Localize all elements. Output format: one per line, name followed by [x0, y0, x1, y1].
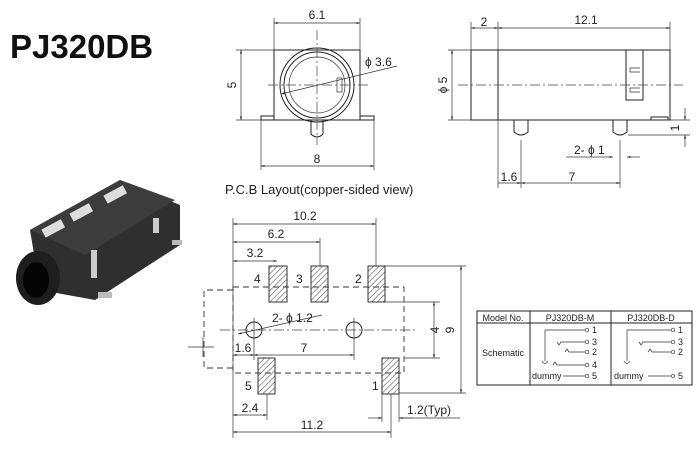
table-row-label: Schematic [482, 348, 525, 358]
dim-side-length: 12.1 [574, 13, 598, 27]
dim-front-height: 5 [225, 81, 239, 88]
m-pin-3: 3 [592, 337, 597, 347]
pad-label-5: 5 [245, 379, 252, 393]
dim-pcb-2-4: 2.4 [242, 401, 259, 415]
pcb-layout: 4 3 2 5 1 10.2 6.2 3.2 2- ϕ 1.2 1.6 7 4 … [188, 209, 466, 438]
pad-label-3: 3 [296, 272, 303, 286]
m-pin-1: 1 [592, 325, 597, 335]
dim-side-diameter: ϕ 5 [436, 76, 450, 93]
table-header-model: Model No. [482, 313, 523, 323]
dim-pcb-9: 9 [443, 326, 457, 333]
pad-2 [367, 265, 386, 303]
dim-pcb-pad-width: 1.2(Typ) [407, 403, 451, 417]
product-photo [16, 180, 182, 305]
d-pin-5: 5 [678, 371, 683, 381]
pcb-layout-label: P.C.B Layout(copper-sided view) [225, 182, 413, 197]
dim-pcb-3-2: 3.2 [247, 246, 264, 260]
dim-pcb-7: 7 [301, 341, 308, 355]
schematic-m [541, 327, 590, 379]
dim-side-pin-dia: 2- ϕ 1 [574, 143, 605, 157]
dim-pcb-10-2: 10.2 [293, 209, 317, 223]
dim-pcb-hole: 2- ϕ 1.2 [272, 311, 313, 325]
table-header-d: PJ320DB-D [627, 313, 675, 323]
m-pin-5: 5 [592, 371, 597, 381]
schematic-d [623, 327, 676, 379]
pad-label-2: 2 [355, 272, 362, 286]
d-dummy-label: dummy [614, 371, 644, 381]
pad-1 [381, 357, 400, 395]
dim-side-pitch: 7 [569, 170, 576, 184]
dim-front-diameter: ϕ 3.6 [365, 55, 392, 69]
d-pin-3: 3 [678, 337, 683, 347]
pad-4 [268, 265, 288, 303]
product-title: PJ320DB [10, 28, 153, 65]
schematic-table: Model No. PJ320DB-M PJ320DB-D Schematic … [476, 310, 693, 386]
pad-3 [310, 265, 329, 303]
dim-pcb-11-2: 11.2 [301, 418, 324, 432]
pad-label-4: 4 [254, 272, 261, 286]
dim-pcb-4: 4 [428, 326, 442, 333]
dim-side-front: 2 [481, 15, 488, 29]
m-pin-2: 2 [592, 347, 597, 357]
d-pin-1: 1 [678, 325, 683, 335]
d-pin-2: 2 [678, 347, 683, 357]
pad-5 [257, 357, 276, 395]
m-dummy-label: dummy [532, 371, 562, 381]
side-view: 2 12.1 ϕ 5 1 2- ϕ 1 1.6 7 [436, 13, 690, 188]
front-view: 6.1 5 ϕ 3.6 8 [225, 8, 398, 170]
table-header-m: PJ320DB-M [546, 313, 595, 323]
dim-pcb-6-2: 6.2 [268, 227, 285, 241]
dim-side-offset: 1.6 [501, 170, 518, 184]
m-pin-4: 4 [592, 360, 597, 370]
dim-front-base: 8 [314, 152, 321, 166]
pad-label-1: 1 [372, 379, 379, 393]
dim-front-width: 6.1 [309, 8, 326, 22]
dim-pcb-1-6: 1.6 [235, 341, 252, 355]
dim-side-pin-height: 1 [668, 124, 682, 131]
